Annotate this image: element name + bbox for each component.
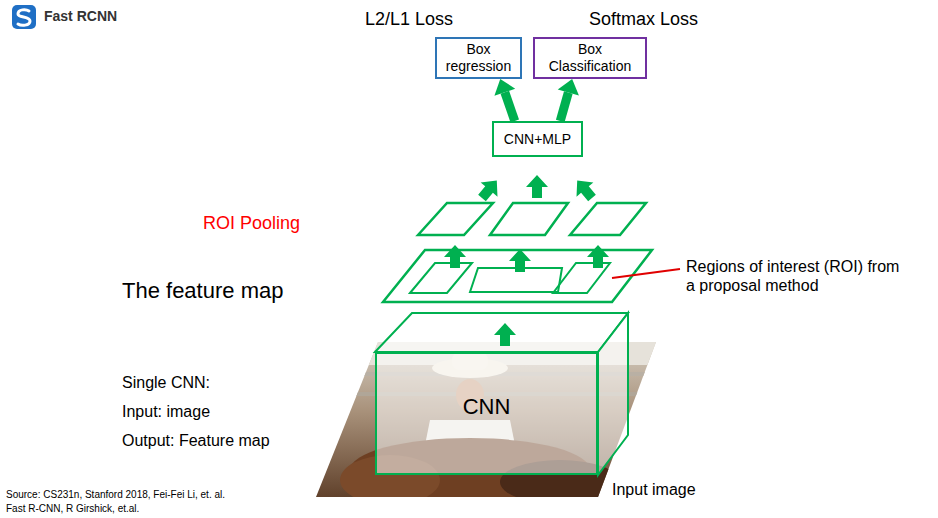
- pooled-roi: [570, 203, 646, 235]
- roi-region: [410, 263, 472, 293]
- source-note: Fast R-CNN, R Girshick, et.al.: [6, 503, 139, 515]
- loss-box: L2/L1 LossBox regression: [435, 37, 522, 79]
- node-text: Box Classification: [539, 41, 641, 75]
- page-title: Fast RCNN: [44, 8, 117, 25]
- stage-label: The feature map: [122, 278, 283, 304]
- block-arrow: [444, 245, 466, 268]
- feature-map: [383, 250, 652, 302]
- block-arrow: [587, 245, 609, 268]
- cnn-box-top: [375, 313, 628, 352]
- block-arrow: [526, 175, 548, 198]
- note: Single CNN:: [122, 373, 210, 392]
- flow-arrow: [505, 92, 515, 121]
- flow-arrow: [560, 92, 568, 121]
- process-box: CNN+MLP: [492, 121, 583, 157]
- note: Input: image: [122, 402, 210, 421]
- logo-icon: [12, 5, 36, 29]
- note: Output: Feature map: [122, 431, 270, 450]
- block-arrow: [474, 173, 506, 205]
- pooled-roi: [418, 203, 493, 235]
- loss-heading: L2/L1 Loss: [365, 8, 453, 30]
- cnn-box-side: [598, 313, 628, 475]
- node-text: CNN: [463, 394, 511, 420]
- leader-line: [612, 269, 680, 278]
- source-note: Source: CS231n, Stanford 2018, Fei-Fei L…: [6, 489, 225, 501]
- image-label: Input image: [612, 480, 696, 499]
- callout-note: Regions of interest (ROI) from a proposa…: [686, 257, 906, 295]
- block-arrow: [494, 323, 516, 346]
- pooled-roi: [490, 203, 568, 235]
- block-arrow: [509, 249, 531, 272]
- loss-box: Softmax LossBox Classification: [533, 37, 647, 79]
- loss-heading: Softmax Loss: [589, 8, 698, 30]
- cnn-box: CNN: [375, 352, 598, 475]
- node-text: CNN+MLP: [504, 131, 571, 148]
- node-text: Box regression: [441, 41, 516, 75]
- block-arrow: [569, 173, 601, 205]
- stage-label: ROI Pooling: [203, 213, 300, 235]
